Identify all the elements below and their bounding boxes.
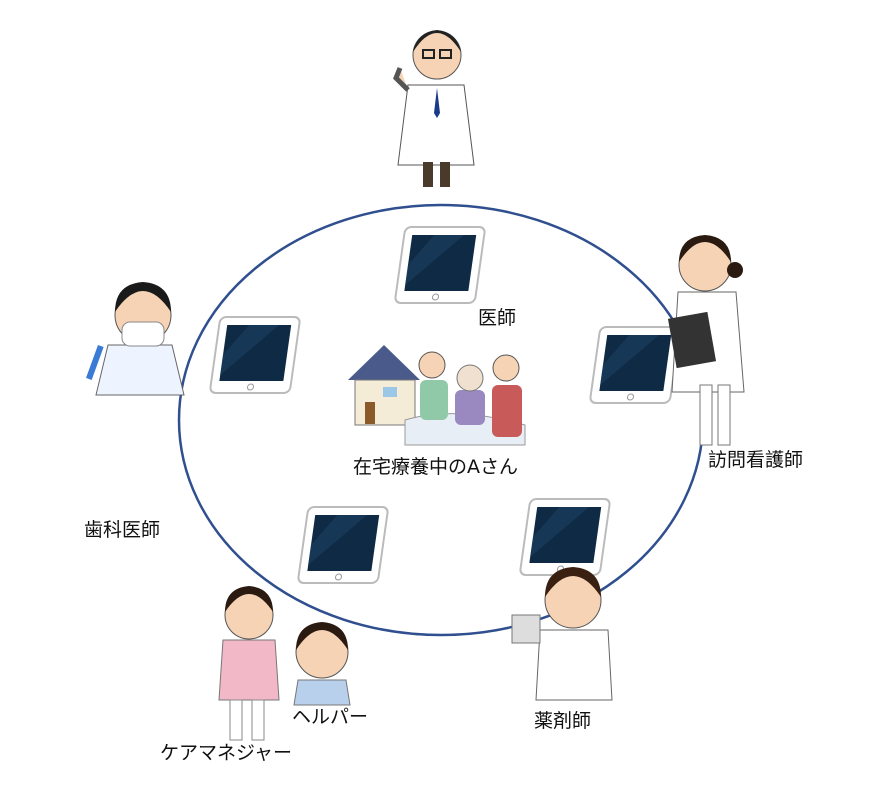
label-patient: 在宅療養中のAさん <box>353 456 518 478</box>
label-nurse: 訪問看護師 <box>708 449 804 471</box>
label-doctor: 医師 <box>478 307 517 329</box>
pharmacist-illustration <box>511 567 613 701</box>
tablet-icon <box>588 325 682 405</box>
tablet-icon <box>518 497 612 577</box>
label-pharmacist: 薬剤師 <box>534 710 592 732</box>
label-helper: ヘルパー <box>292 706 369 728</box>
care-manager-illustration <box>218 586 280 741</box>
label-dentist: 歯科医師 <box>84 519 161 541</box>
label-care-manager: ケアマネジャー <box>160 742 293 764</box>
doctor-illustration <box>393 30 475 187</box>
helper-illustration <box>293 622 351 706</box>
tablet-icon <box>393 225 487 305</box>
dentist-illustration <box>86 282 185 396</box>
tablet-icon <box>296 505 390 585</box>
nurse-illustration <box>667 235 745 446</box>
patient-home-illustration <box>348 345 526 446</box>
tablet-icon <box>208 315 302 395</box>
